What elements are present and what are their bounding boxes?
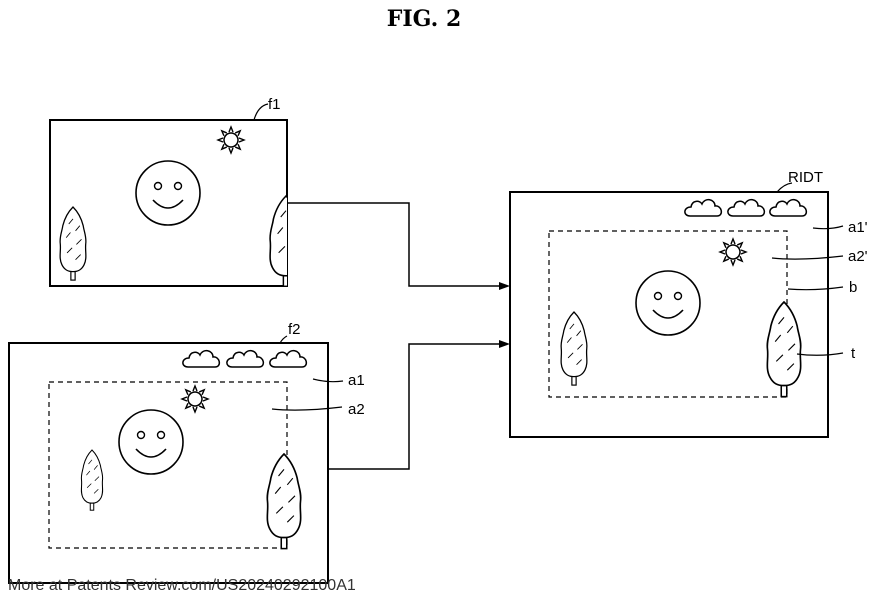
- connector-f1-to-ridt: [288, 202, 510, 290]
- t-leader-line: [796, 352, 844, 356]
- frame-f2: [8, 342, 329, 584]
- smiley-face-icon: [635, 270, 701, 336]
- connector-f2-to-ridt: [329, 340, 510, 470]
- a2-leader-line: [271, 406, 343, 411]
- b-leader-line: [787, 286, 844, 291]
- a1-prime-leader-line: [812, 225, 844, 230]
- label-a1-prime: a1': [848, 219, 868, 236]
- arrow-head: [499, 282, 510, 290]
- arrow-head: [499, 340, 510, 348]
- region-a2-prime-dashed-box: [548, 230, 788, 398]
- frame-f1: [49, 119, 288, 287]
- ridt-leader-line: [776, 182, 793, 193]
- label-a2: a2: [348, 401, 365, 418]
- smiley-face-icon: [118, 409, 184, 475]
- footer-source-watermark: More at Patents Review.com/US20240292100…: [8, 577, 356, 594]
- label-a1: a1: [348, 372, 365, 389]
- a2-prime-leader-line: [771, 255, 844, 260]
- label-t: t: [851, 345, 856, 362]
- figure-title: FIG. 2: [387, 6, 462, 32]
- result-image-ridt: [509, 191, 829, 438]
- f1-leader-line: [253, 103, 269, 121]
- region-a2-dashed-box: [48, 381, 288, 549]
- a1-leader-line: [312, 378, 344, 383]
- label-f1: f1: [268, 96, 281, 113]
- smiley-face-icon: [135, 160, 201, 226]
- label-ridt: RIDT: [788, 169, 823, 186]
- label-b: b: [849, 279, 857, 296]
- f2-leader-line: [279, 335, 288, 344]
- label-f2: f2: [288, 321, 301, 338]
- label-a2-prime: a2': [848, 248, 868, 265]
